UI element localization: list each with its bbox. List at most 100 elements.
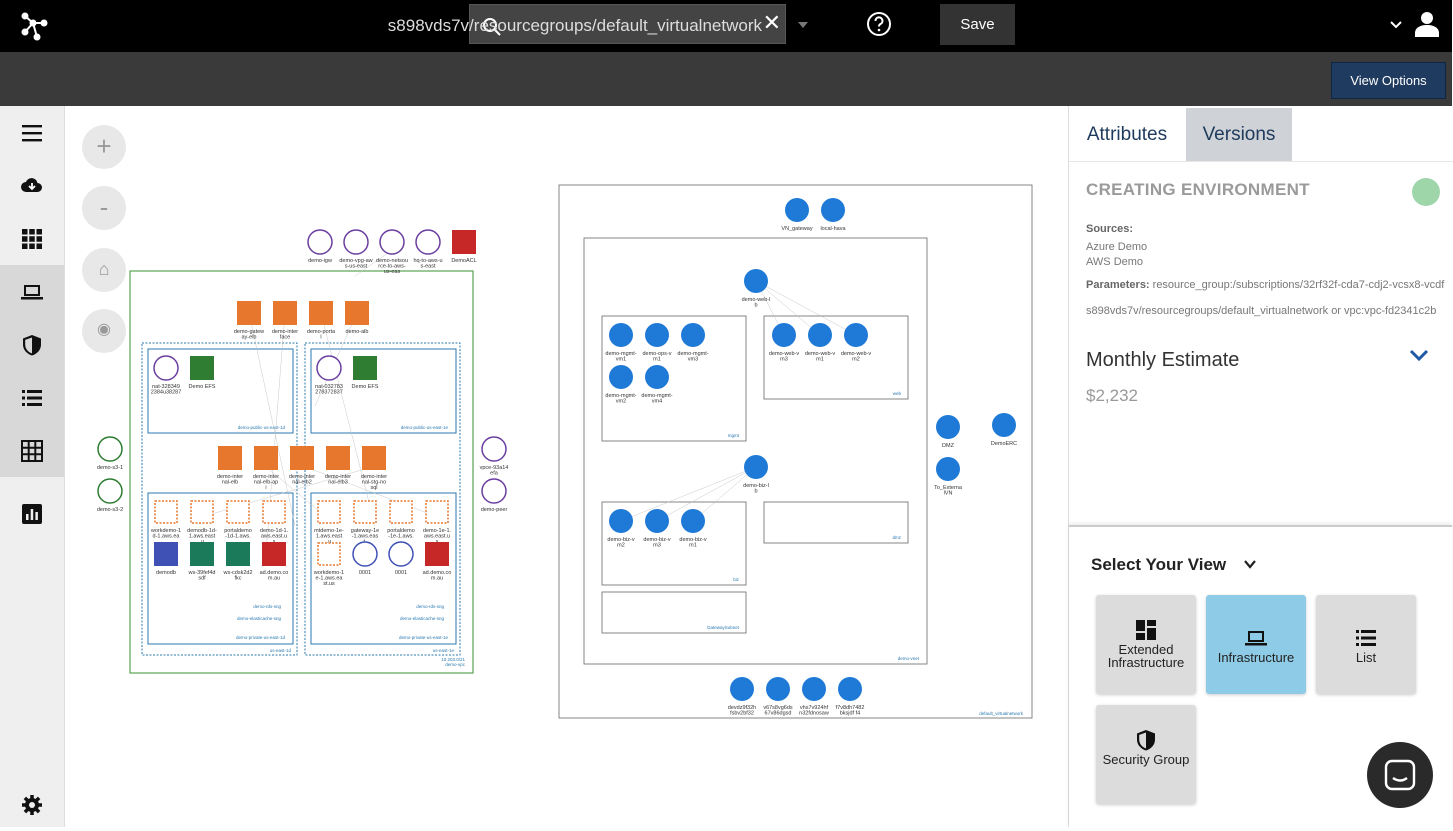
apps-grid-icon[interactable]: [0, 212, 64, 265]
azure-load-balancer-node[interactable]: demo-web-lb: [742, 269, 771, 309]
svg-text:ws-cdsk2d2: ws-cdsk2d2: [222, 570, 252, 576]
vnet-name: demo-vnet: [898, 656, 920, 661]
table-icon[interactable]: [0, 424, 64, 477]
gateway-node[interactable]: demo-vpg-aws-us-east: [339, 229, 373, 270]
view-options-button[interactable]: View Options: [1331, 62, 1446, 99]
vm-node[interactable]: demo-web-vm2: [841, 323, 872, 363]
ec2-instance-node[interactable]: gateway-1e-1.aws.east.: [351, 500, 379, 545]
menu-icon[interactable]: [0, 106, 64, 159]
search-input[interactable]: s898vds7v/resourcegroups/default_virtual…: [388, 4, 786, 44]
tab-attributes[interactable]: Attributes: [1086, 124, 1168, 145]
tab-versions[interactable]: Versions: [1186, 108, 1292, 161]
service-node[interactable]: ad.demo.com.au: [260, 542, 289, 582]
center-view-icon[interactable]: ◉: [82, 309, 126, 353]
view-infrastructure[interactable]: Infrastructure: [1206, 595, 1306, 694]
vnet-peer-node[interactable]: DMZ: [936, 415, 960, 449]
ec2-instance-node[interactable]: demo-1e-1.aws.east.us: [423, 500, 452, 545]
ec2-instance-node[interactable]: portaldemo-1e-1.aws.: [387, 500, 415, 540]
svg-text:demo-1d-1.: demo-1d-1.: [260, 528, 289, 534]
service-node[interactable]: 0001: [352, 541, 378, 576]
vm-node[interactable]: demo-web-vm1: [805, 323, 836, 363]
ec2-instance-node[interactable]: demodb-1d-1.aws.east.u: [187, 500, 217, 545]
shield-icon[interactable]: [0, 318, 64, 371]
cloud-download-icon[interactable]: [0, 159, 64, 212]
view-extended-infrastructure[interactable]: Extended Infrastructure: [1096, 595, 1196, 694]
view-label: List: [1355, 650, 1377, 665]
azure-load-balancer-node[interactable]: demo-biz-lb: [743, 455, 769, 495]
service-node[interactable]: workdemo-1e-1.aws.east.us: [313, 542, 344, 587]
ec2-instance-node[interactable]: demo-1d-1.aws.east.us: [260, 500, 289, 545]
vm-node[interactable]: demo-web-vm3: [769, 323, 800, 363]
search-dropdown-icon[interactable]: [796, 18, 810, 32]
vpn-gateway-node[interactable]: VN_gateway: [781, 198, 813, 232]
fit-view-icon[interactable]: ⌂: [82, 248, 126, 292]
ec2-instance-node[interactable]: portaldemo-1d-1.aws.: [224, 500, 252, 540]
local-gateway-node[interactable]: local-hava: [820, 198, 846, 232]
view-security-group[interactable]: Security Group: [1096, 705, 1196, 804]
service-node[interactable]: demodb: [154, 542, 178, 576]
user-avatar-icon[interactable]: [1413, 10, 1441, 38]
service-node[interactable]: 0001: [388, 541, 414, 576]
save-button[interactable]: Save: [940, 4, 1015, 45]
chevron-down-icon[interactable]: [1408, 344, 1430, 366]
chevron-down-icon[interactable]: [1243, 557, 1257, 571]
settings-icon[interactable]: [0, 778, 64, 831]
express-route-node[interactable]: DemoERC: [991, 413, 1017, 447]
status-indicator: [1412, 178, 1440, 206]
vm-node[interactable]: demo-biz-vm3: [643, 509, 671, 549]
efs-node[interactable]: Demo EFS: [189, 356, 216, 390]
list-icon[interactable]: [0, 371, 64, 424]
chevron-down-icon[interactable]: [1389, 18, 1403, 32]
app-logo-icon[interactable]: [16, 10, 50, 42]
svg-text:vm1: vm1: [616, 357, 626, 363]
load-balancer-node[interactable]: demo-alb: [345, 301, 369, 335]
vpc-endpoint-node[interactable]: demo-peer: [481, 478, 508, 513]
vm-node[interactable]: demo-biz-vm2: [607, 509, 635, 549]
load-balancer-node[interactable]: demo-gateway-elb: [234, 301, 264, 341]
gateway-node[interactable]: hq-to-aws-us-east: [413, 229, 443, 270]
vm-node[interactable]: demo-mgmt-vm2: [605, 365, 637, 405]
vm-node[interactable]: demo-mgmt-vm4: [641, 365, 673, 405]
help-icon[interactable]: [866, 11, 892, 37]
zoom-in-button[interactable]: +: [82, 125, 126, 169]
diagram-canvas[interactable]: + - ⌂ ◉ demo-vpc 10.203.0/21 demo-public…: [65, 106, 1068, 827]
vm-node[interactable]: demo-biz-vm1: [679, 509, 707, 549]
svg-text:i: i: [265, 485, 266, 491]
view-selector-title[interactable]: Select Your View: [1091, 555, 1227, 574]
vm-node[interactable]: demo-mgmt-vm3: [677, 323, 709, 363]
efs-node[interactable]: Demo EFS: [352, 356, 379, 390]
load-balancer-node[interactable]: demo-portal: [307, 301, 336, 341]
vm-node[interactable]: demo-mgmt-vm1: [605, 323, 637, 363]
service-node[interactable]: ad.demo.com.au: [423, 542, 452, 582]
ec2-instance-node[interactable]: workdemo-1d-1.aws.ea: [150, 500, 181, 540]
zoom-out-button[interactable]: -: [82, 186, 126, 230]
laptop-icon[interactable]: [0, 265, 64, 318]
ec2-instance-node[interactable]: mtdemo-1e-1.aws.east.u: [314, 500, 344, 545]
clear-search-icon[interactable]: ✕: [762, 10, 781, 35]
vm-node[interactable]: demo-ops-vm1: [642, 323, 672, 363]
gateway-node[interactable]: DemoACL: [451, 230, 477, 264]
chat-button[interactable]: [1367, 742, 1433, 808]
s3-bucket-node[interactable]: demo-s3-2: [97, 478, 123, 513]
view-list[interactable]: List: [1316, 595, 1416, 694]
s3-bucket-node[interactable]: demo-s3-1: [97, 436, 123, 471]
chart-icon[interactable]: [0, 487, 64, 540]
gateway-node[interactable]: demo-igw: [307, 229, 333, 264]
